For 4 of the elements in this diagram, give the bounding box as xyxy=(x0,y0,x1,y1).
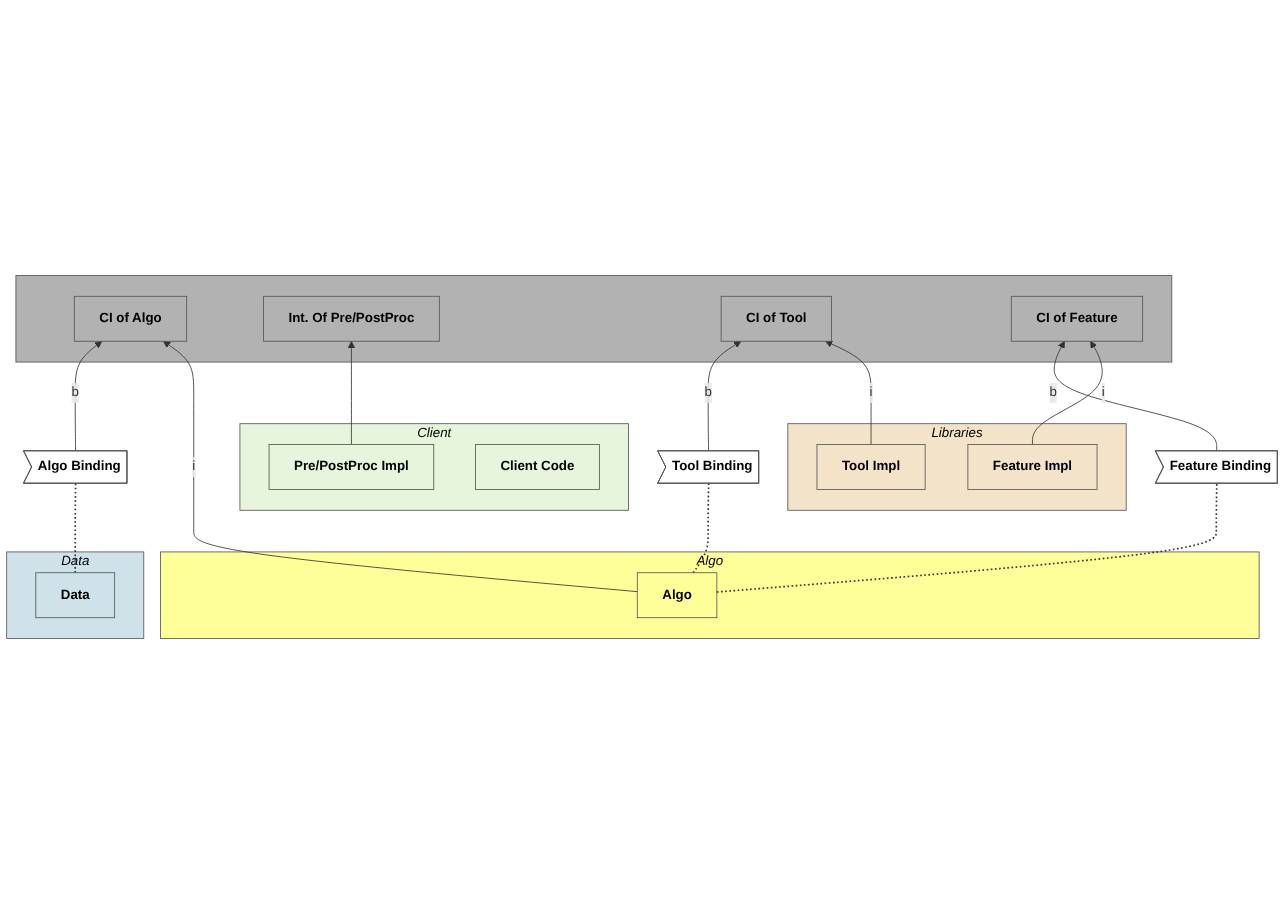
connector xyxy=(692,482,710,574)
connector xyxy=(74,482,77,574)
cluster xyxy=(15,275,1173,363)
connector xyxy=(716,482,1218,593)
